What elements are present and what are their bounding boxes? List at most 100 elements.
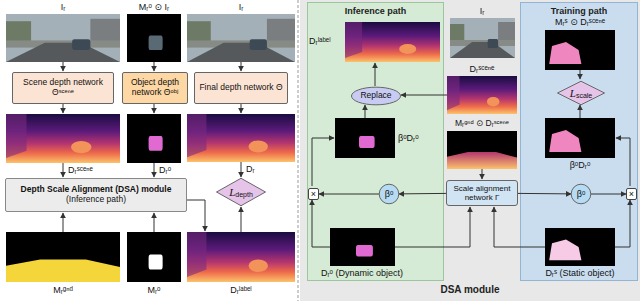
illustration-use xyxy=(6,232,120,282)
math-label: Mᵣˢ ⊙ Dᵣˢᶜᵉⁿᵉ xyxy=(555,17,605,27)
node-text: βᵒ xyxy=(577,189,586,199)
node-text: (Inference path) xyxy=(66,195,126,205)
operation-ellipse: Replace xyxy=(351,87,401,105)
node-text: Final depth network Θ xyxy=(199,83,282,93)
ellipse-outline xyxy=(352,87,401,105)
illustration-use xyxy=(187,114,295,162)
illustration-use xyxy=(545,118,615,158)
panel-title-holder: DSA module xyxy=(300,284,640,296)
loss-diamond: Ldepth xyxy=(216,178,266,206)
node-text: Depth Scale Alignment (DSA) module xyxy=(21,185,172,195)
network-box: Final depth network Θ xyxy=(194,72,288,104)
illustration-use xyxy=(127,14,181,62)
illustration-use xyxy=(545,228,615,266)
math-label: Dᵣᵒ (Dynamic object) xyxy=(321,268,403,278)
loss-diamond: Lscale xyxy=(557,81,605,105)
illustration-path xyxy=(401,95,447,96)
connector xyxy=(518,193,571,195)
connector xyxy=(319,194,379,195)
illustration-path xyxy=(63,213,64,232)
illustration-path xyxy=(615,200,630,247)
illustration-path xyxy=(63,62,64,71)
node-text: × xyxy=(311,189,316,199)
math-label: Iᵣ xyxy=(61,2,66,12)
illustration-path xyxy=(241,104,242,113)
loss-subscript: scale xyxy=(576,92,592,100)
illustration-use xyxy=(447,131,517,169)
illustration-use xyxy=(545,30,615,70)
loss-symbol: L xyxy=(229,186,235,199)
illustration-path xyxy=(63,104,64,113)
illustration-path xyxy=(312,138,334,186)
illustration-path xyxy=(241,207,242,232)
node-text: × xyxy=(629,189,634,199)
illustration-use xyxy=(6,14,120,62)
illustration-path xyxy=(154,104,155,113)
illustration-path xyxy=(580,70,581,79)
illustration-use xyxy=(330,228,395,266)
illustration-path xyxy=(482,169,483,179)
illustration-path xyxy=(241,62,242,71)
panel-title-holder: Training path xyxy=(521,6,637,16)
math-label: Iᵣ xyxy=(480,6,485,16)
illustration-use xyxy=(187,232,295,282)
illustration-use xyxy=(345,22,440,62)
illustration-use xyxy=(6,114,120,163)
panel-title-holder: Inference path xyxy=(308,6,443,16)
math-label: Dᵣᵒ xyxy=(159,165,171,175)
loss-symbol: L xyxy=(570,87,576,100)
illustration-use xyxy=(127,114,181,163)
loss-subscript: depth xyxy=(235,191,253,199)
scale-circle: βᵒ xyxy=(571,184,591,204)
math-label: Iᵣ xyxy=(239,2,244,12)
panel-title: Training path xyxy=(521,6,637,16)
diamond-outline xyxy=(557,81,604,105)
math-label: Dᵣˡᵃᵇᵉˡ xyxy=(309,36,331,46)
math-label: Dᵣˡᵃᵇᵉˡ xyxy=(230,285,252,295)
math-label: Dᵣˢᶜᵉⁿᵉ xyxy=(470,64,495,74)
connector xyxy=(591,194,626,195)
math-label: βᵒDᵣᵒ xyxy=(398,133,419,143)
ellipse-outline xyxy=(379,184,399,204)
math-label: Mᵣᵍⁿᵈ xyxy=(53,285,73,295)
node-text: Object depth network Θᵒᵇʲ xyxy=(126,78,184,98)
illustration-path xyxy=(154,163,155,177)
illustration-path xyxy=(154,62,155,71)
illustration-path xyxy=(375,63,376,86)
math-label: βᵒDᵣᵒ xyxy=(570,160,591,170)
illustration-path xyxy=(395,207,470,247)
multiply-box: × xyxy=(308,188,319,200)
panel-title: Inference path xyxy=(308,6,443,16)
node-text: Scale alignment network Γ xyxy=(450,184,514,202)
math-label: Dᵣˢᶜᵉⁿᵉ xyxy=(68,165,93,175)
math-label: Mᵣᵒ xyxy=(147,285,160,295)
illustration-use xyxy=(450,18,515,58)
illustration-path xyxy=(494,207,545,247)
illustration-path xyxy=(580,105,581,118)
node-text: βᵒ xyxy=(385,189,394,199)
illustration-use xyxy=(127,232,181,282)
illustration-g xyxy=(63,62,630,247)
multiply-box: × xyxy=(626,188,637,200)
network-box: Scale alignment network Γ xyxy=(446,180,518,206)
illustration-path xyxy=(312,200,330,247)
math-label: Mᵣᵒ ⊙ Iᵣ xyxy=(139,2,169,12)
panel-title: DSA module xyxy=(300,284,640,296)
illustration-path xyxy=(365,105,366,118)
illustration-path xyxy=(154,213,155,232)
math-label: Mᵣᵍⁿᵈ ⊙ Dᵣˢᶜᵉⁿᵉ xyxy=(455,119,509,129)
illustration-use xyxy=(335,118,395,158)
connector xyxy=(399,193,446,195)
diamond-outline xyxy=(217,178,266,205)
math-label: Dᵣˢ (Static object) xyxy=(545,268,614,278)
module-box: Depth Scale Alignment (DSA) module(Infer… xyxy=(5,178,187,212)
math-label: Dᵣ xyxy=(246,164,255,174)
node-text: Replace xyxy=(360,91,391,101)
illustration-path xyxy=(63,163,64,177)
network-box: Object depth network Θᵒᵇʲ xyxy=(122,72,188,104)
illustration-line xyxy=(298,0,299,301)
scale-circle: βᵒ xyxy=(379,184,399,204)
ellipse-outline xyxy=(571,184,591,204)
illustration-path xyxy=(241,162,242,177)
node-text: Scene depth network Θˢᶜᵉⁿᵉ xyxy=(16,78,110,98)
